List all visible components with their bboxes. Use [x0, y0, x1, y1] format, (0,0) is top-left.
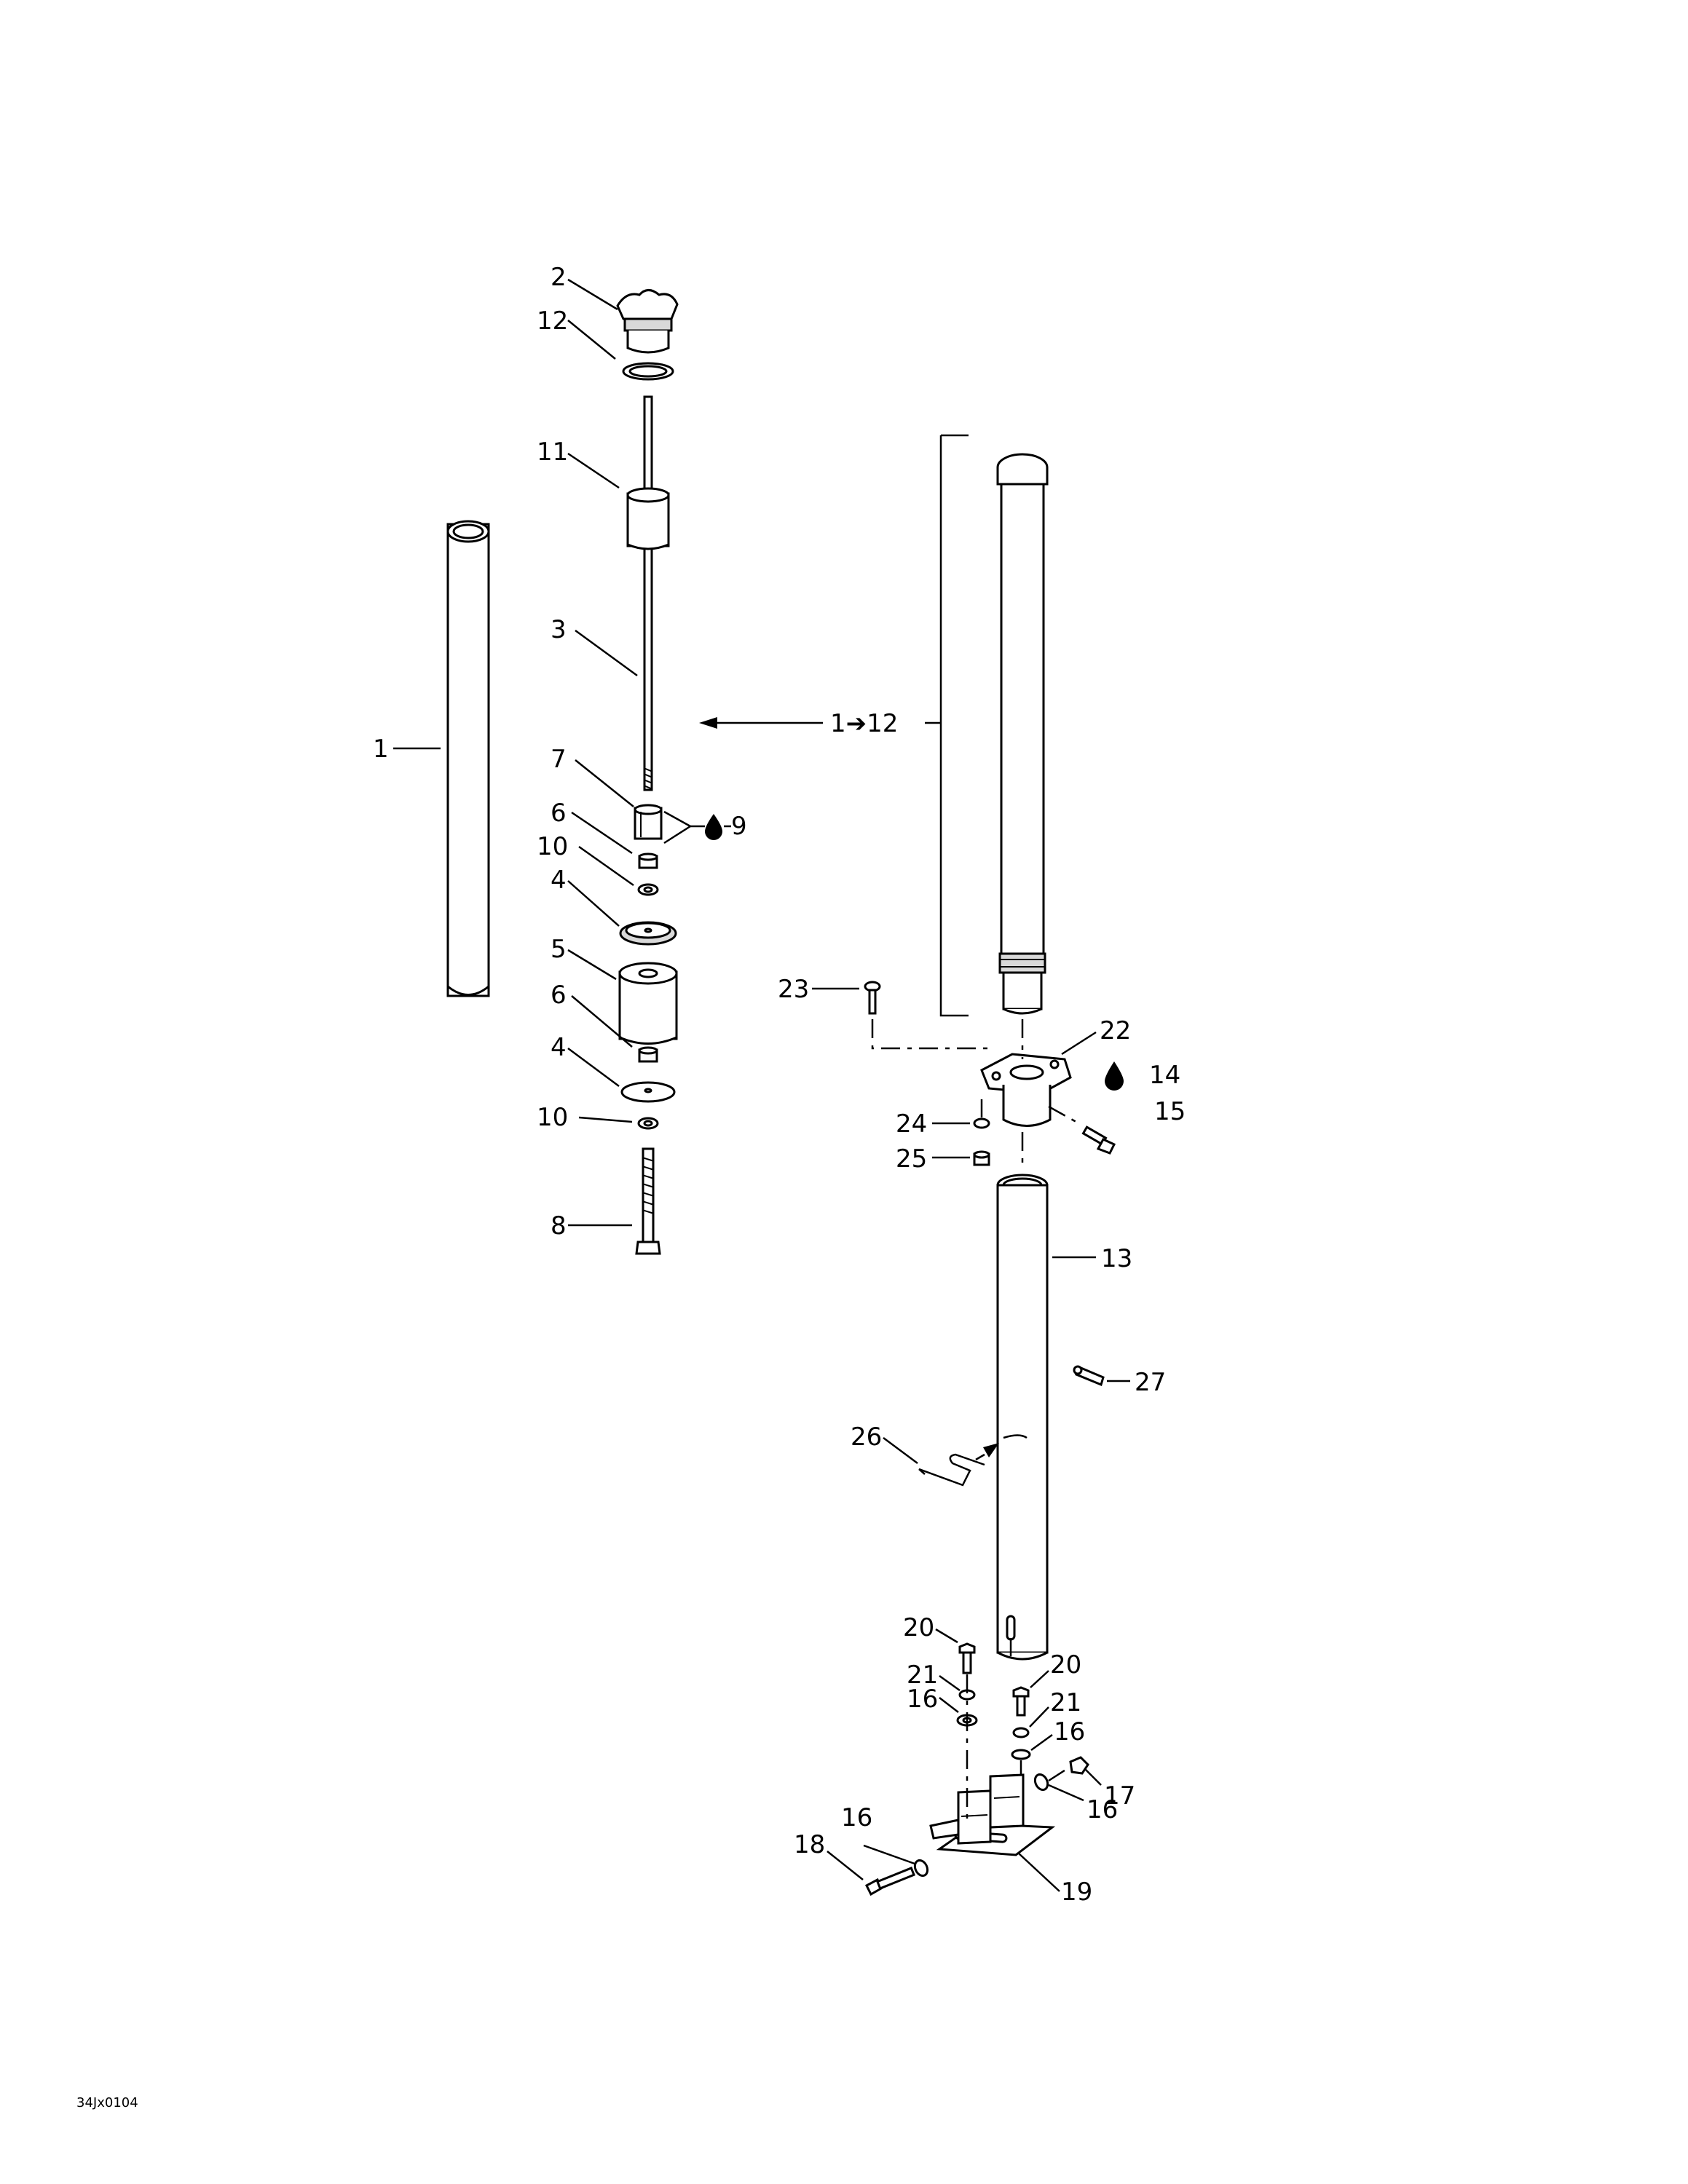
part-27-pin[interactable]	[1073, 1365, 1105, 1387]
part-24-washer[interactable]	[973, 1117, 990, 1129]
label-19: 19	[1061, 1878, 1092, 1907]
part-6-nut-upper[interactable]	[638, 852, 658, 869]
part-labels: 1 2 12 11 3 7 6 10 4 5 6 4 10 8 9 1➔12 2…	[76, 263, 1186, 2110]
label-23: 23	[778, 975, 809, 1004]
label-21-right: 21	[1050, 1688, 1081, 1717]
label-20-right: 20	[1050, 1650, 1081, 1679]
label-16-left: 16	[907, 1685, 938, 1714]
leader-lines	[393, 278, 1130, 1892]
part-4-cup-upper[interactable]	[619, 921, 677, 946]
part-10-washer-lower[interactable]	[637, 1117, 659, 1130]
part-5-rubber-block[interactable]	[618, 962, 678, 1045]
part-18-bolt[interactable]	[865, 1867, 916, 1896]
oil-drop-icon	[705, 814, 722, 840]
part-15-bolt[interactable]	[1081, 1125, 1116, 1155]
part-21-washer-right[interactable]	[1012, 1727, 1030, 1738]
part-26-clip[interactable]	[918, 1443, 999, 1487]
part-16-washer-bolt[interactable]	[912, 1859, 930, 1878]
label-8: 8	[551, 1211, 567, 1241]
bracket-dash-lines	[966, 1638, 1068, 1824]
part-4-cup-lower[interactable]	[620, 1081, 676, 1103]
lubrication-callout	[663, 810, 731, 844]
figure-reference: 34Jx0104	[76, 2095, 138, 2110]
label-22: 22	[1100, 1016, 1131, 1045]
label-20-left: 20	[903, 1613, 934, 1642]
part-16-washer-side[interactable]	[1033, 1773, 1050, 1792]
label-16-right: 16	[1054, 1717, 1085, 1746]
label-16-bolt: 16	[841, 1803, 872, 1832]
part-20-bolt-left[interactable]	[958, 1642, 976, 1674]
label-12: 12	[537, 306, 568, 336]
label-13: 13	[1101, 1244, 1132, 1273]
label-9: 9	[731, 812, 747, 841]
part-12-o-ring[interactable]	[622, 362, 674, 381]
label-4-lower: 4	[551, 1033, 567, 1062]
label-15: 15	[1154, 1097, 1186, 1126]
label-6-upper: 6	[551, 799, 567, 828]
label-6-lower: 6	[551, 981, 567, 1010]
mount-dash-lines	[871, 1019, 1082, 1165]
label-7: 7	[551, 745, 567, 774]
part-22-mount[interactable]	[980, 1053, 1072, 1127]
assembly-bracket	[699, 434, 969, 1017]
label-24: 24	[896, 1109, 927, 1139]
part-25-nut[interactable]	[973, 1150, 990, 1166]
label-1: 1	[373, 735, 389, 764]
label-4-upper: 4	[551, 866, 567, 895]
label-21-left: 21	[907, 1661, 938, 1690]
label-26: 26	[851, 1423, 882, 1452]
part-11-bushing[interactable]	[626, 487, 670, 550]
label-2: 2	[551, 263, 567, 292]
label-5: 5	[551, 935, 567, 964]
part-1-tube[interactable]	[446, 520, 490, 997]
label-assembly-1-12: 1➔12	[830, 709, 898, 738]
label-3: 3	[551, 615, 567, 644]
part-19-base-bracket[interactable]	[929, 1773, 1056, 1856]
label-11: 11	[537, 438, 568, 467]
assembled-shock[interactable]	[996, 453, 1049, 1015]
part-23-screw[interactable]	[864, 981, 881, 1015]
part-17-nut[interactable]	[1069, 1756, 1089, 1775]
part-6-nut-lower[interactable]	[638, 1046, 658, 1063]
part-20-bolt-right[interactable]	[1012, 1686, 1030, 1717]
label-10-lower: 10	[537, 1103, 568, 1132]
label-18: 18	[794, 1830, 825, 1859]
oil-drop-icon	[1105, 1061, 1124, 1091]
part-8-bolt[interactable]	[635, 1147, 661, 1255]
part-13-lower-tube[interactable]	[996, 1174, 1049, 1661]
part-7-sleeve[interactable]	[634, 804, 663, 840]
part-2-cap[interactable]	[616, 289, 679, 354]
label-16-side: 16	[1086, 1795, 1118, 1824]
label-25: 25	[896, 1144, 927, 1174]
label-27: 27	[1135, 1368, 1166, 1397]
part-10-washer-upper[interactable]	[637, 883, 659, 896]
part-3-rod[interactable]	[643, 395, 653, 791]
label-10-upper: 10	[537, 832, 568, 861]
part-16-washer-right[interactable]	[1011, 1749, 1031, 1760]
label-17: 17	[1104, 1781, 1135, 1811]
label-14: 14	[1149, 1061, 1180, 1090]
